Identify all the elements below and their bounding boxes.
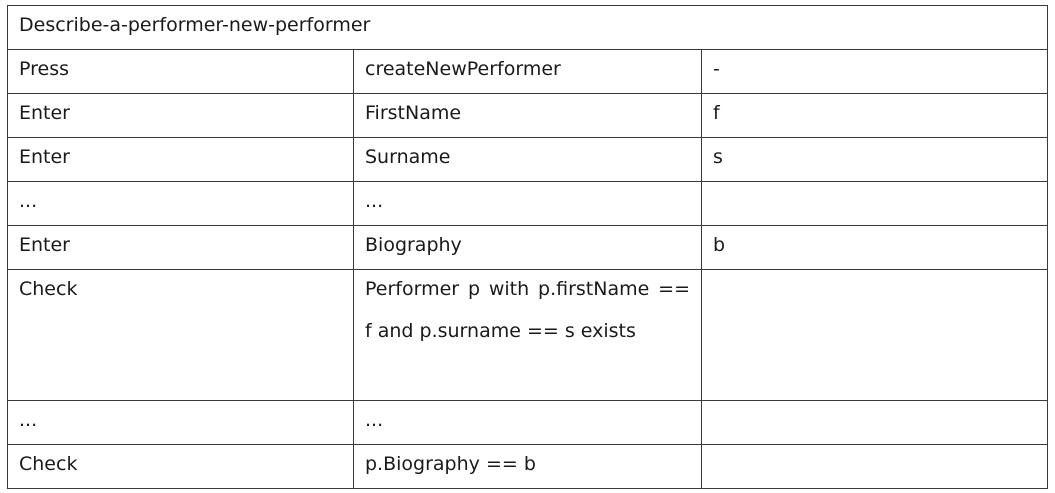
table-row: Enter Biography b: [7, 225, 1049, 270]
action-text: Check: [19, 278, 78, 300]
action-text: Enter: [19, 234, 70, 256]
target-text: Biography: [365, 234, 462, 256]
table-row: ... ...: [7, 181, 1049, 226]
target-text: Performer p with p.firstName == f and p.…: [365, 278, 690, 342]
table-title: Describe-a-performer-new-performer: [6, 5, 1049, 50]
target-cell: ...: [353, 181, 702, 226]
table-row: Enter Surname s: [7, 137, 1049, 182]
action-cell: Check: [7, 269, 354, 401]
value-cell: [700, 400, 1049, 445]
value-text: -: [713, 58, 720, 80]
value-cell: [700, 269, 1049, 401]
action-cell: ...: [7, 181, 354, 226]
value-cell: [700, 181, 1049, 226]
value-text: s: [713, 146, 723, 168]
action-text: Press: [19, 58, 70, 80]
table-row: ... ...: [7, 400, 1049, 445]
target-cell: p.Biography == b: [353, 444, 702, 489]
action-cell: Enter: [7, 137, 354, 182]
target-cell: createNewPerformer: [353, 49, 702, 94]
table-row: Enter FirstName f: [7, 93, 1049, 138]
action-cell: Press: [7, 49, 354, 94]
target-text: ...: [365, 409, 384, 431]
action-text: ...: [19, 409, 38, 431]
target-cell: Performer p with p.firstName == f and p.…: [353, 269, 702, 401]
target-text: FirstName: [365, 102, 462, 124]
table-title-row: Describe-a-performer-new-performer: [6, 5, 1049, 50]
test-step-table: Describe-a-performer-new-performer Press…: [6, 5, 1049, 489]
target-cell: ...: [353, 400, 702, 445]
action-text: ...: [19, 190, 38, 212]
action-cell: Enter: [7, 93, 354, 138]
target-text: p.Biography == b: [365, 453, 536, 475]
target-text: Surname: [365, 146, 451, 168]
value-text: f: [713, 102, 720, 124]
target-cell: FirstName: [353, 93, 702, 138]
table-row: Check p.Biography == b: [7, 444, 1049, 489]
value-cell: b: [700, 225, 1049, 270]
action-cell: ...: [7, 400, 354, 445]
target-text: createNewPerformer: [365, 58, 561, 80]
value-text: b: [713, 234, 726, 256]
target-cell: Biography: [353, 225, 702, 270]
value-cell: -: [700, 49, 1049, 94]
target-text: ...: [365, 190, 384, 212]
value-cell: [700, 444, 1049, 489]
value-cell: s: [700, 137, 1049, 182]
action-cell: Enter: [7, 225, 354, 270]
table-row: Check Performer p with p.firstName == f …: [7, 269, 1049, 401]
action-text: Check: [19, 453, 78, 475]
table-title-text: Describe-a-performer-new-performer: [19, 14, 371, 36]
table-row: Press createNewPerformer -: [7, 49, 1049, 94]
action-cell: Check: [7, 444, 354, 489]
value-cell: f: [700, 93, 1049, 138]
target-cell: Surname: [353, 137, 702, 182]
action-text: Enter: [19, 146, 70, 168]
action-text: Enter: [19, 102, 70, 124]
